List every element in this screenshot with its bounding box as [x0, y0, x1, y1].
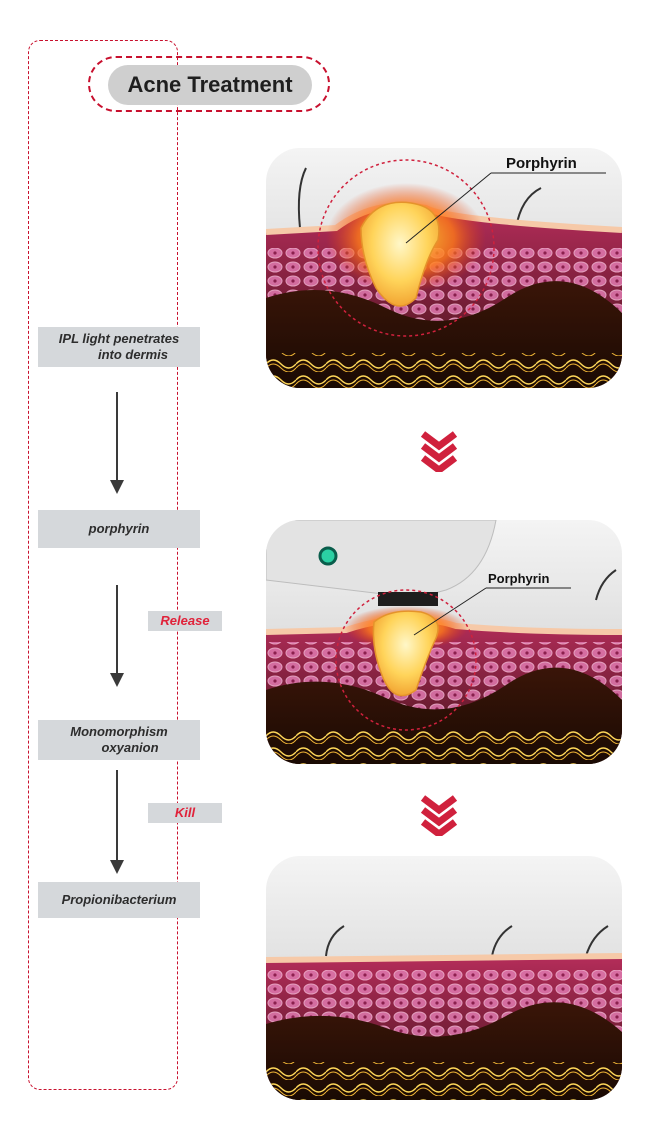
porphyrin-callout-1: Porphyrin	[506, 155, 577, 172]
kill-label: Kill	[148, 803, 222, 823]
step-monomorphism: Monomorphism oxyanion	[38, 720, 200, 760]
porphyrin-callout-2: Porphyrin	[488, 571, 549, 586]
step-propionibacterium: Propionibacterium	[38, 882, 200, 918]
step-propioni-label: Propionibacterium	[61, 892, 177, 907]
flow-arrow-1	[116, 392, 118, 482]
flow-arrow-3-head	[110, 860, 124, 874]
title-frame	[88, 56, 330, 112]
chevron-down-icon	[420, 795, 458, 836]
release-label: Release	[148, 611, 222, 631]
flow-arrow-3	[116, 770, 118, 862]
page-title: Acne Treatment	[108, 65, 312, 105]
step-ipl-line1: IPL light penetrates	[58, 331, 180, 346]
chevron-down-icon	[420, 431, 458, 472]
step-ipl-light: IPL light penetrates into dermis	[38, 327, 200, 367]
step-mono-line2: oxyanion	[101, 740, 159, 755]
step-porphyrin-label: porphyrin	[88, 521, 150, 536]
step-mono-line1: Monomorphism	[70, 724, 168, 739]
flow-arrow-2	[116, 585, 118, 675]
skin-panel-before: Porphyrin	[266, 148, 622, 388]
skin-panel-during: Porphyrin	[266, 520, 622, 764]
flow-arrow-1-head	[110, 480, 124, 494]
steps-frame	[28, 40, 178, 1090]
flow-arrow-2-head	[110, 673, 124, 687]
step-ipl-line2: into dermis	[97, 347, 169, 362]
skin-panel-after	[266, 856, 622, 1100]
step-porphyrin: porphyrin	[38, 510, 200, 548]
